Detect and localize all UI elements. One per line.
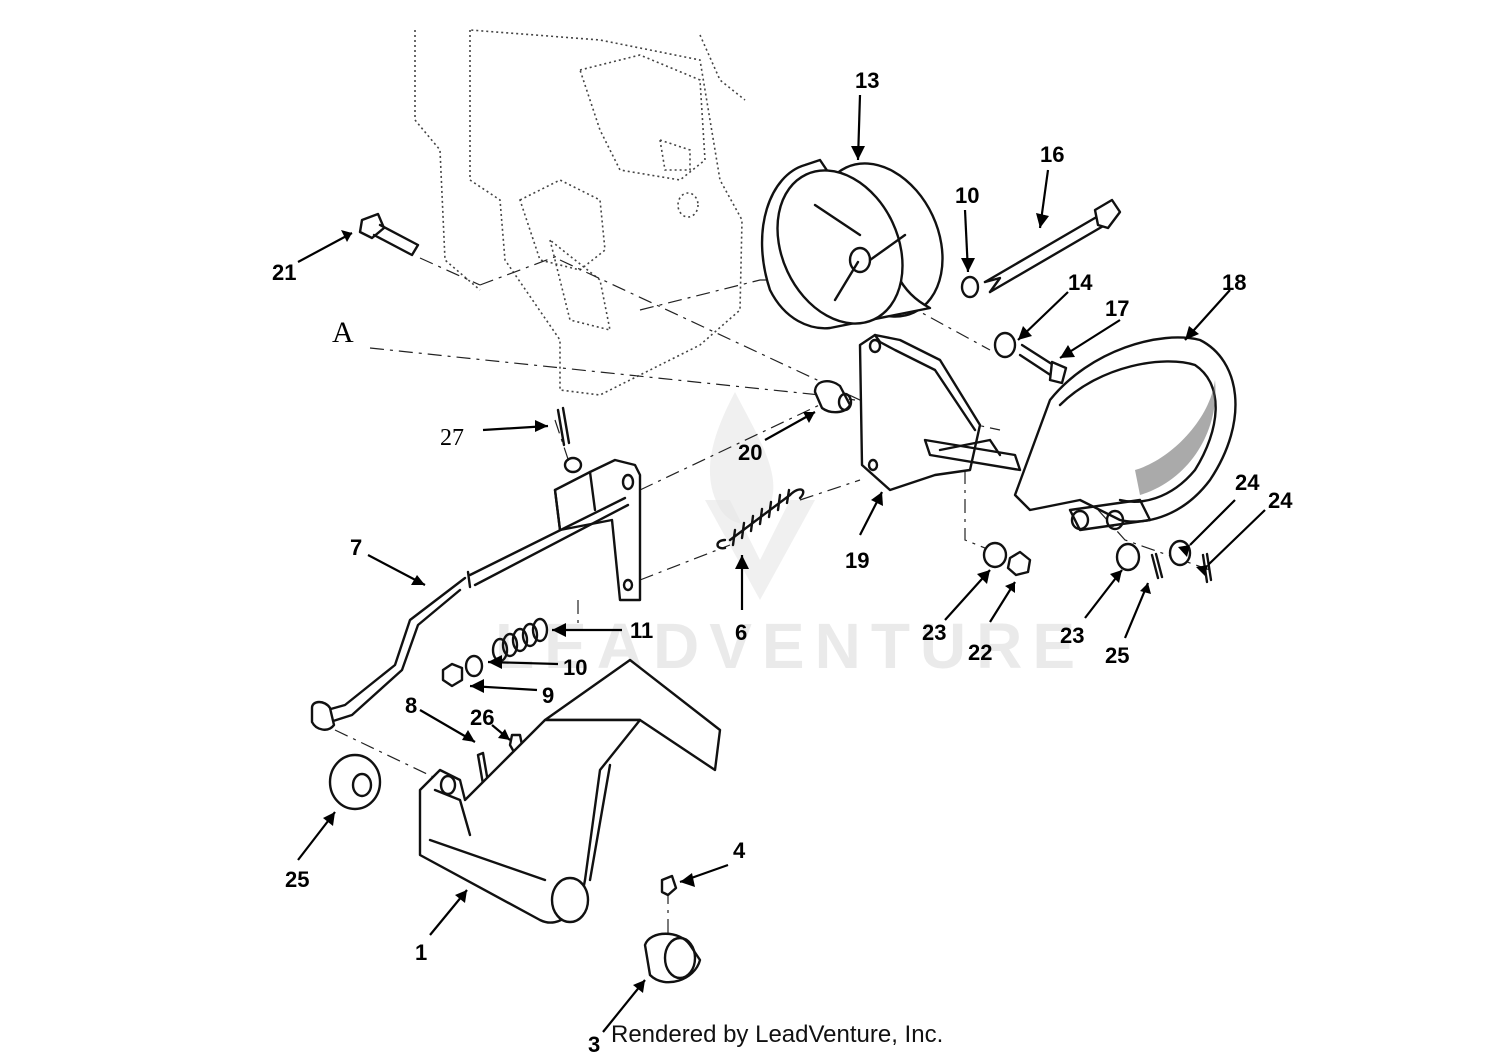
callout-23-left: 23 [1060, 623, 1084, 648]
washer-22 [982, 541, 1008, 569]
washer-lower [464, 654, 484, 678]
callout-26: 26 [470, 705, 494, 730]
callout-17: 18 [1222, 270, 1246, 295]
spacer-19 [813, 380, 853, 414]
compression-spring [491, 617, 549, 663]
callout-3: 3 [588, 1032, 600, 1057]
callout-11: 11 [630, 618, 653, 643]
callout-10-lower: 10 [563, 655, 587, 680]
callout-15: 16 [1040, 142, 1064, 167]
extension-spring [716, 488, 805, 550]
callout-13: 13 [855, 68, 879, 93]
callout-1: 1 [415, 940, 427, 965]
leader-arrows [297, 94, 1266, 1033]
bracket-plate [858, 333, 1022, 492]
washer-upper [960, 275, 980, 299]
collar-3 [643, 932, 702, 984]
watermark: LEADVENTURE [495, 392, 1085, 682]
callout-8: 8 [405, 693, 417, 718]
cotter-pin-27 [556, 406, 571, 447]
nut-21 [1006, 550, 1032, 577]
callout-4: 4 [733, 838, 746, 863]
callout-25: 25 [285, 867, 309, 892]
brake-band [1013, 336, 1237, 532]
set-screw-4 [660, 874, 678, 897]
callout-23-right: 24 [1235, 470, 1260, 495]
callout-labels: 13 10 16 14 17 18 21 A 27 20 19 7 6 11 1… [272, 68, 1293, 1057]
ghost-housing [414, 29, 746, 396]
nut-9 [441, 662, 464, 688]
callout-10-top: 10 [955, 183, 979, 208]
long-bolt [983, 198, 1122, 294]
reference-letter-a: A [332, 316, 354, 349]
callout-22: 23 [922, 620, 946, 645]
bolt-20 [358, 212, 420, 257]
callout-27: 27 [440, 425, 464, 451]
callout-7: 7 [350, 535, 362, 560]
callout-16: 17 [1105, 296, 1129, 321]
brake-arm-bracket [553, 456, 642, 602]
brake-pedal [418, 658, 722, 924]
washer-25 [328, 753, 382, 811]
watermark-text: LEADVENTURE [495, 610, 1085, 682]
callout-9: 9 [542, 683, 554, 708]
washer-14 [993, 331, 1017, 359]
washer-23a [1115, 542, 1141, 572]
callout-19: 20 [738, 440, 762, 465]
callout-6: 6 [735, 620, 747, 645]
callout-18: 19 [845, 548, 869, 573]
drum-pulley [760, 158, 944, 330]
callout-24-left: 25 [1105, 643, 1129, 668]
callout-21: 22 [968, 640, 992, 665]
cotter-pin-24a [1150, 552, 1164, 580]
brake-rod [310, 496, 630, 731]
bolt-16 [1018, 343, 1068, 385]
callout-14: 14 [1068, 270, 1093, 295]
callout-20: 21 [272, 260, 296, 285]
callout-24-right: 24 [1268, 488, 1293, 513]
credit-line: Rendered by LeadVenture, Inc. [611, 1021, 944, 1048]
